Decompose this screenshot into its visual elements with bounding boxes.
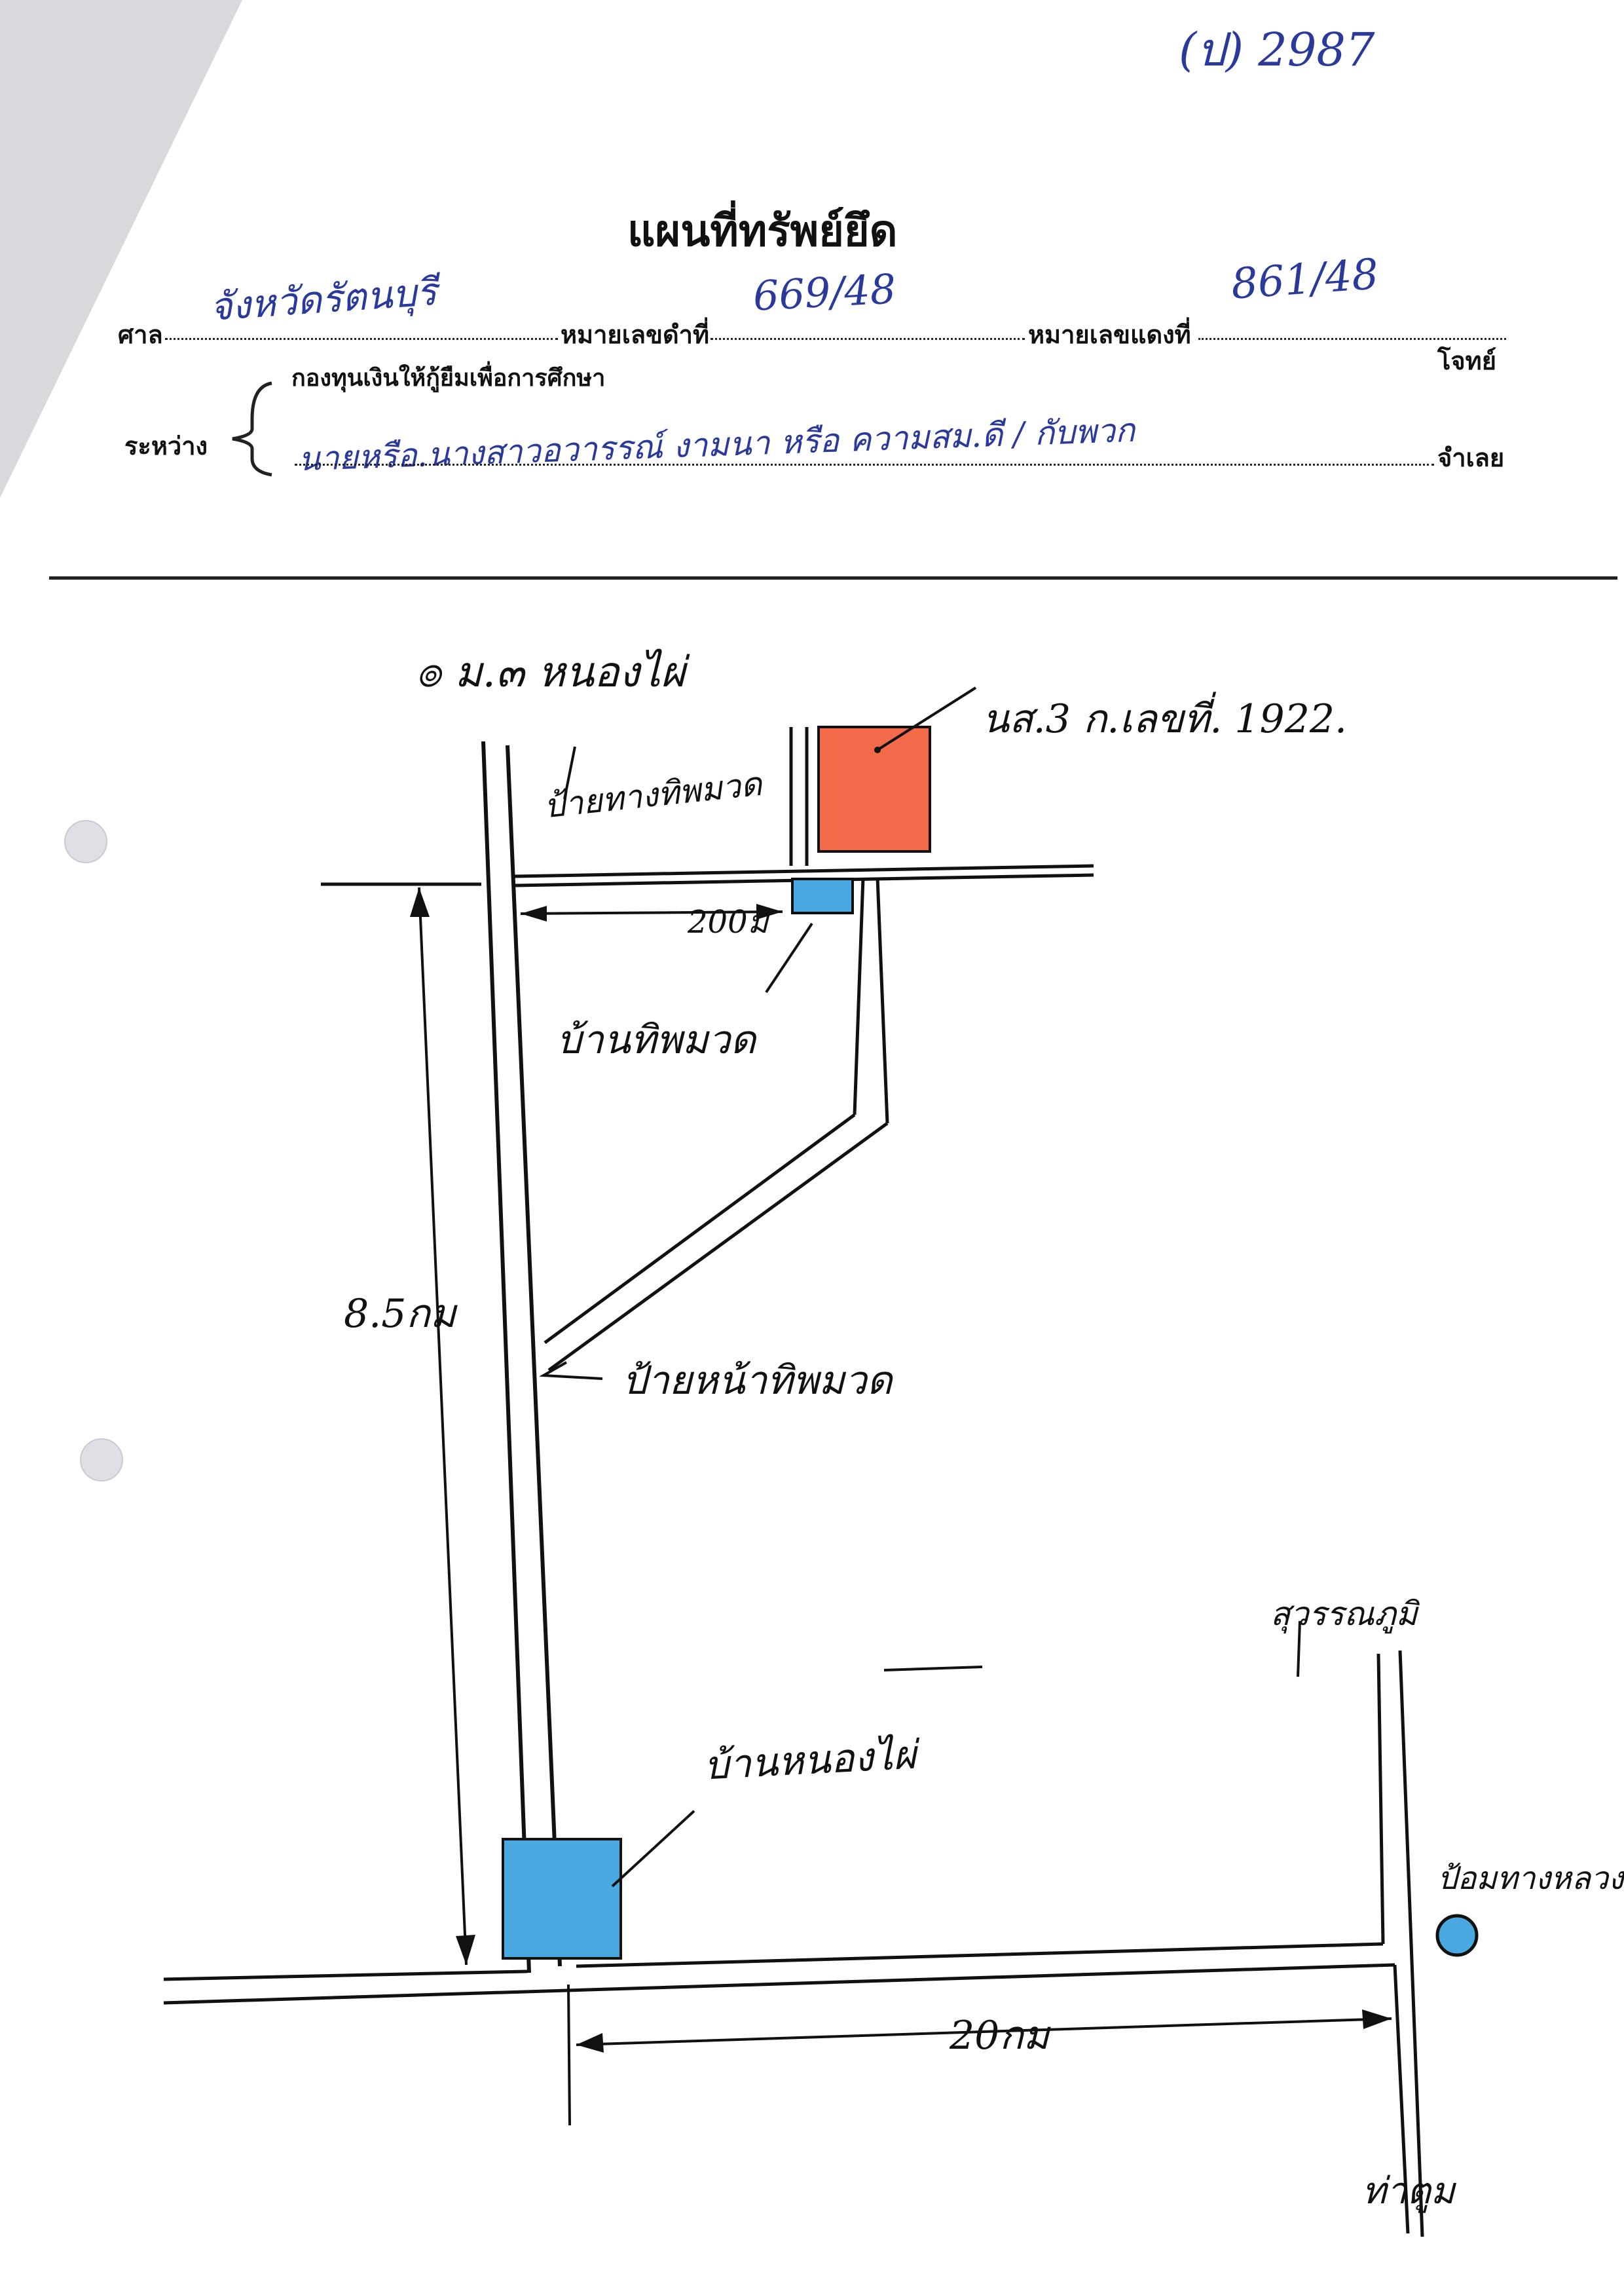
defendant-role: จำเลย	[1437, 443, 1505, 472]
police-post-marker	[1435, 1914, 1479, 1957]
red-case-dotted-line	[1198, 338, 1506, 340]
top-location-label: ๏ ม.๓ หนองไผ่	[416, 648, 686, 697]
police-post-label: ป้อมทางหลวง	[1437, 1860, 1624, 1897]
lower-road-left-top	[163, 1969, 528, 1981]
distance-200-label: 200ม	[688, 904, 769, 941]
side-road-vertical-left	[853, 877, 865, 1115]
arrow-vertical-line	[418, 887, 468, 1966]
red-case-label: หมายเลขแดงที่	[1028, 320, 1191, 349]
mid-sign-pointer	[539, 1361, 603, 1380]
lower-road-right-top	[576, 1942, 1384, 1968]
plaintiff-name: กองทุนเงินให้กู้ยืมเพื่อการศึกษา	[291, 365, 606, 392]
arrow-200m-right-head	[756, 904, 783, 920]
main-road-left-edge	[481, 741, 531, 1973]
deed-plot	[817, 726, 931, 853]
deed-pointer	[876, 686, 977, 751]
side-road-diagonal-lower	[547, 1121, 889, 1372]
mid-road-sign-label: ป้ายหน้าทิพมวด	[622, 1358, 893, 1404]
punch-hole-upper	[64, 820, 107, 863]
near-house-marker	[791, 878, 854, 914]
black-case-label: หมายเลขดำที่	[561, 320, 710, 349]
arrow-20km-left-head	[576, 2033, 604, 2053]
highway-label-pointer	[1297, 1620, 1301, 1677]
near-house-pointer	[765, 922, 813, 994]
arrow-20km-line	[576, 2017, 1392, 2046]
side-road-vertical-right	[876, 877, 889, 1124]
between-label: ระหว่าง	[124, 432, 208, 460]
main-road-right-edge	[506, 745, 562, 1967]
punch-hole-lower	[80, 1438, 123, 1482]
black-case-dotted-line	[710, 338, 1025, 340]
distance-horizontal-label: 20กม	[950, 2013, 1050, 2059]
upper-sign-pointer	[563, 746, 576, 800]
bottom-location-label: ท่าตูม	[1362, 2170, 1455, 2212]
arrow-200m-left-head	[521, 906, 547, 922]
page-title: แผนที่ทรัพย์ยึด	[627, 206, 898, 256]
folded-corner-shadow	[0, 0, 242, 498]
highway-label: สุวรรณภูมิ	[1270, 1595, 1418, 1633]
side-road-diagonal-upper	[544, 1113, 856, 1345]
village-label-underline	[883, 1666, 983, 1671]
court-label: ศาล	[118, 320, 163, 349]
arrow-200m-line	[520, 910, 783, 915]
deed-pointer-dot	[874, 747, 881, 753]
distance-vertical-label: 8.5กม	[344, 1291, 456, 1337]
lower-road-bottom-edge	[163, 1963, 1395, 2005]
reference-number: (ป) 2987	[1179, 23, 1375, 77]
plaintiff-role: โจทย์	[1437, 346, 1496, 375]
highway-left-edge-upper	[1376, 1653, 1385, 1945]
highway-left-edge-lower	[1393, 1964, 1410, 2234]
arrow-20km-left-tick	[567, 1984, 571, 2126]
parties-brace	[232, 381, 272, 477]
village-house-marker	[502, 1838, 622, 1960]
header-divider	[49, 576, 1617, 580]
village-house-label: บ้านหนองไผ่	[703, 1732, 917, 1789]
near-house-label: บ้านทิพมวด	[557, 1017, 756, 1063]
deed-label: นส.3 ก.เลขที่. 1922.	[982, 696, 1348, 742]
upper-road-top-edge	[513, 864, 1094, 878]
defendant-dotted-line	[295, 464, 1434, 466]
arrow-20km-right-head	[1362, 2009, 1392, 2029]
highway-right-edge	[1398, 1650, 1424, 2237]
court-dotted-line	[165, 338, 558, 340]
arrow-vertical-top-head	[410, 887, 430, 917]
village-house-pointer	[611, 1810, 695, 1888]
arrow-vertical-bottom-head	[456, 1935, 475, 1965]
